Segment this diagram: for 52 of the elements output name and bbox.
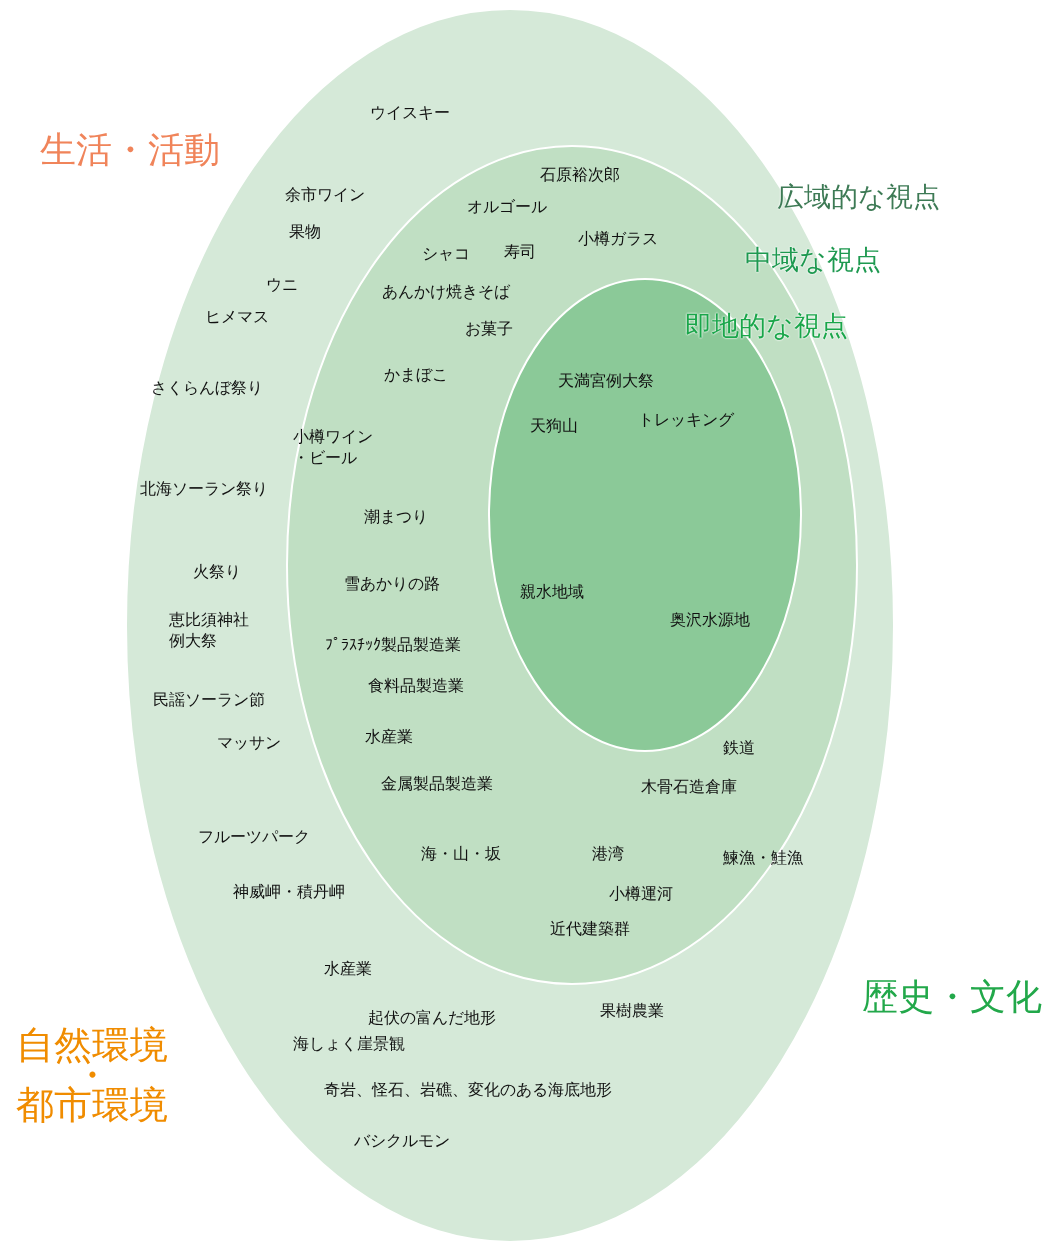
viewpoint-heading: 即地的な視点 [684, 309, 848, 344]
word-label: 民謡ソーラン節 [153, 689, 265, 711]
word-label: 火祭り [193, 561, 241, 583]
word-label: 鰊漁・鮭漁 [723, 847, 803, 869]
word-label: 果樹農業 [600, 1000, 664, 1022]
category-heading: 都市環境 [16, 1085, 168, 1127]
word-label: 食料品製造業 [368, 675, 464, 697]
word-label: 石原裕次郎 [540, 164, 620, 186]
word-label: ウニ [266, 274, 298, 296]
word-label: 鉄道 [723, 737, 755, 759]
word-label: 神威岬・積丹岬 [233, 881, 345, 903]
word-label: 親水地域 [520, 581, 584, 603]
word-label: オルゴール [467, 196, 547, 218]
word-label: 天満宮例大祭 [558, 370, 654, 392]
word-label: 潮まつり [364, 506, 428, 528]
word-label: さくらんぼ祭り [151, 377, 263, 399]
word-label: 木骨石造倉庫 [641, 776, 737, 798]
word-label: マッサン [217, 732, 281, 754]
word-label: あんかけ焼きそば [382, 281, 510, 303]
word-label: トレッキング [638, 409, 734, 431]
word-label: お菓子 [465, 318, 513, 340]
word-label: 奇岩、怪石、岩礁、変化のある海底地形 [324, 1079, 612, 1101]
word-label: 港湾 [592, 843, 624, 865]
word-label: 雪あかりの路 [344, 573, 440, 595]
viewpoint-heading: 中域な視点 [745, 243, 881, 278]
word-label: ウイスキー [370, 102, 450, 124]
word-label: 小樽ワイン・ビール [293, 427, 374, 469]
word-label: シャコ [422, 243, 470, 265]
word-label: 水産業 [365, 726, 413, 748]
word-label: フルーツパーク [198, 826, 310, 848]
word-label: 海・山・坂 [421, 843, 501, 865]
word-label: 北海ソーラン祭り [140, 478, 268, 500]
word-label: 近代建築群 [550, 918, 630, 940]
word-label: 余市ワイン [285, 184, 365, 206]
category-heading: 歴史・文化 [862, 977, 1042, 1017]
word-label: 小樽運河 [609, 883, 673, 905]
word-label: 海しょく崖景観 [293, 1033, 405, 1055]
word-label: 果物 [289, 221, 321, 243]
word-label: バシクルモン [354, 1130, 450, 1152]
word-label: ﾌﾟﾗｽﾁｯｸ製品製造業 [325, 634, 461, 656]
word-label: 寿司 [504, 241, 536, 263]
word-label: 金属製品製造業 [381, 773, 493, 795]
word-label: かまぼこ [384, 364, 448, 386]
word-label: 起伏の富んだ地形 [368, 1007, 496, 1029]
word-label: 天狗山 [530, 415, 578, 437]
word-label: 小樽ガラス [578, 228, 658, 250]
viewpoint-heading: 広域的な視点 [776, 180, 940, 215]
category-heading: 生活・活動 [40, 130, 220, 170]
word-label: ヒメマス [205, 306, 269, 328]
word-label: 水産業 [324, 958, 372, 980]
word-label: 奥沢水源地 [670, 609, 750, 631]
word-label: 恵比須神社例大祭 [169, 610, 250, 652]
